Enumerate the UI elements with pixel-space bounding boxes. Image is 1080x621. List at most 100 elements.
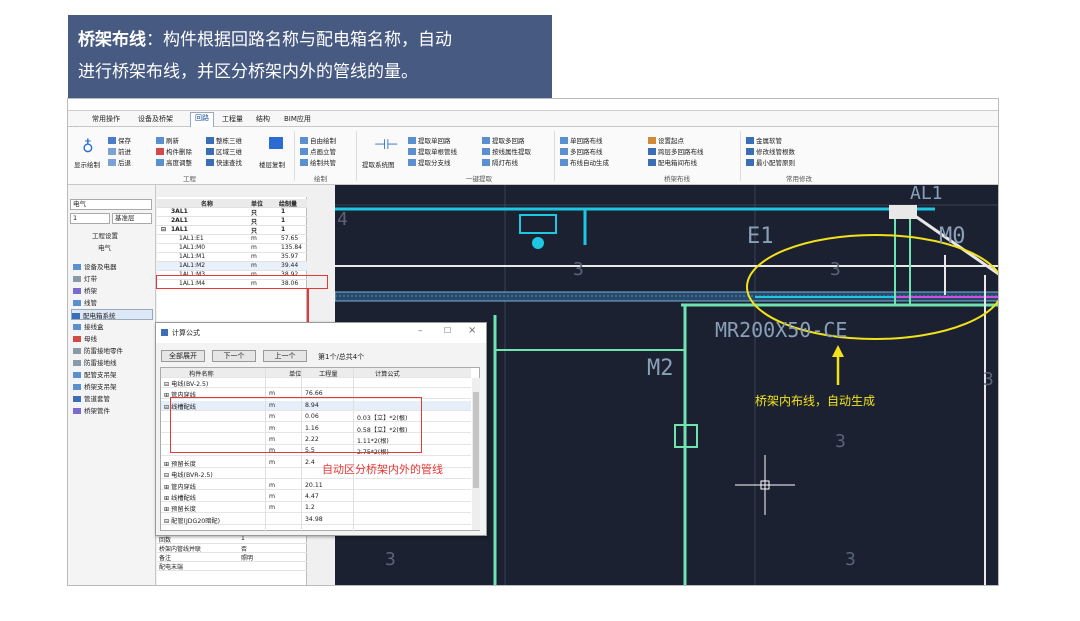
tab-bim[interactable]: BIM应用: [284, 115, 311, 123]
auto-draw-button[interactable]: 自由绘制: [300, 135, 336, 145]
show-draw-button[interactable]: 显示绘制: [74, 161, 100, 169]
set-start-button[interactable]: 设置起点: [648, 135, 684, 145]
extract-system-button[interactable]: 提取系统图: [362, 161, 395, 169]
pick-multi-button[interactable]: 提取多回路: [482, 135, 525, 145]
floor-select[interactable]: 1: [70, 213, 110, 224]
floor-copy-button[interactable]: 楼层复制: [259, 161, 285, 169]
title-banner: 桥架布线：构件根据回路名称与配电箱名称，自动 进行桥架布线，并区分桥架内外的管线…: [68, 15, 552, 98]
nav-item-junction-box[interactable]: 接线盒: [73, 321, 104, 331]
mod-count-button[interactable]: 修改线管根数: [746, 146, 795, 156]
cad-label: MR200X50-CE: [715, 318, 847, 342]
tab-common[interactable]: 常用操作: [92, 115, 120, 123]
nav-item-lightstrip[interactable]: 灯带: [73, 273, 97, 283]
multi-route-button[interactable]: 多回路布线: [560, 146, 603, 156]
next-button[interactable]: 下一个: [212, 350, 256, 362]
prop-row[interactable]: 配电末端: [157, 562, 307, 571]
row-name: 1AL1:M4: [179, 280, 206, 287]
area-3d-button[interactable]: 区域三维: [206, 146, 242, 156]
nav-item-panel-system[interactable]: 配电箱系统: [71, 309, 153, 320]
nav-item-device[interactable]: 设备及电器: [73, 261, 117, 271]
prop-row[interactable]: 备注照明: [157, 553, 307, 562]
grid-scrollbar[interactable]: [472, 378, 480, 530]
tab-quantity[interactable]: 工程量: [222, 115, 243, 123]
cad-label: 3: [845, 549, 856, 570]
nav-item-conduit[interactable]: 线管: [73, 297, 97, 307]
pick-single-button[interactable]: 提取单回路: [408, 135, 451, 145]
box-route-button[interactable]: 配电箱间布线: [648, 157, 697, 167]
table-row[interactable]: ⊟ 配管(JDG20暗配)34.98: [161, 515, 471, 525]
delete-part-button[interactable]: 构件删除: [156, 146, 192, 156]
save-button[interactable]: 保存: [108, 135, 131, 145]
nav-item-busbar[interactable]: 母线: [73, 333, 97, 343]
section-project-settings[interactable]: 工程设置: [92, 232, 118, 240]
table-row[interactable]: ⊟ 电线(BV-2.5): [161, 378, 471, 388]
tab-circuit[interactable]: 回路: [190, 112, 214, 127]
expand-all-button[interactable]: 全部展开: [161, 350, 205, 362]
nav-item-conduit-hanger[interactable]: 配管支吊架: [73, 369, 117, 379]
pick-single-tray-button[interactable]: 提取单根管线: [408, 146, 457, 156]
pick-attr-button[interactable]: 按线属性提取: [482, 146, 531, 156]
metal-soft-button[interactable]: 金属软管: [746, 135, 782, 145]
cell-unit: m: [269, 458, 276, 466]
auto-gen-button[interactable]: 布线自动生成: [560, 157, 609, 167]
prop-label: 桥架内管线并联: [159, 546, 202, 553]
row-unit: m: [251, 280, 257, 287]
nav-item-tray[interactable]: 桥架: [73, 285, 97, 295]
prop-row[interactable]: 桥架内管线并联否: [157, 544, 307, 553]
skip-light-button[interactable]: 隔灯布线: [482, 157, 518, 167]
discipline-select[interactable]: 电气: [70, 199, 152, 210]
row-name: 1AL1: [171, 226, 188, 233]
scrollbar-thumb[interactable]: [473, 392, 479, 488]
lightstrip-icon: [73, 276, 81, 282]
cross-floor-button[interactable]: 跨层多回路布线: [648, 146, 704, 156]
nav-item-lightning-parts[interactable]: 防雷接地零件: [73, 345, 123, 355]
nav-item-lightning-wire[interactable]: 防雷接地线: [73, 357, 117, 367]
nav-item-sleeve[interactable]: 管道套管: [73, 393, 110, 403]
forward-button[interactable]: 前进: [108, 146, 131, 156]
height-adjust-button[interactable]: 高度调整: [156, 157, 192, 167]
whole-3d-button[interactable]: 整栋三维: [206, 135, 242, 145]
back-button[interactable]: 后退: [108, 157, 131, 167]
refresh-button[interactable]: 刷新: [156, 135, 179, 145]
collapse-icon[interactable]: ⊟: [161, 226, 167, 233]
close-icon[interactable]: ×: [468, 325, 477, 336]
min-pipe-button[interactable]: 最小配管原则: [746, 157, 795, 167]
row-name: 1AL1:M3: [179, 271, 206, 278]
tab-structure[interactable]: 结构: [256, 115, 270, 123]
minimize-icon[interactable]: –: [418, 326, 423, 336]
cad-label: E1: [747, 224, 774, 249]
point-riser-button[interactable]: 点画立管: [300, 146, 336, 156]
cad-label: 3: [573, 259, 584, 280]
section-electrical[interactable]: 电气: [98, 244, 111, 252]
nav-item-tray-fitting[interactable]: 桥架管件: [73, 405, 110, 415]
single-route-button[interactable]: 单回路布线: [560, 135, 603, 145]
nav-item-tray-hanger[interactable]: 桥架支吊架: [73, 381, 117, 391]
draw-shared-button[interactable]: 绘制共管: [300, 157, 336, 167]
tab-equipment[interactable]: 设备及桥架: [138, 115, 173, 123]
base-floor-select[interactable]: 基准层: [112, 213, 152, 224]
maximize-icon[interactable]: ☐: [444, 326, 452, 335]
table-row[interactable]: ⊟ 电线(BVR-2.5): [161, 469, 471, 479]
prev-button[interactable]: 上一个: [263, 350, 307, 362]
quick-find-button[interactable]: 快速查找: [206, 157, 242, 167]
cable-tray: [335, 291, 998, 302]
pick-branch-button[interactable]: 提取分支线: [408, 157, 451, 167]
